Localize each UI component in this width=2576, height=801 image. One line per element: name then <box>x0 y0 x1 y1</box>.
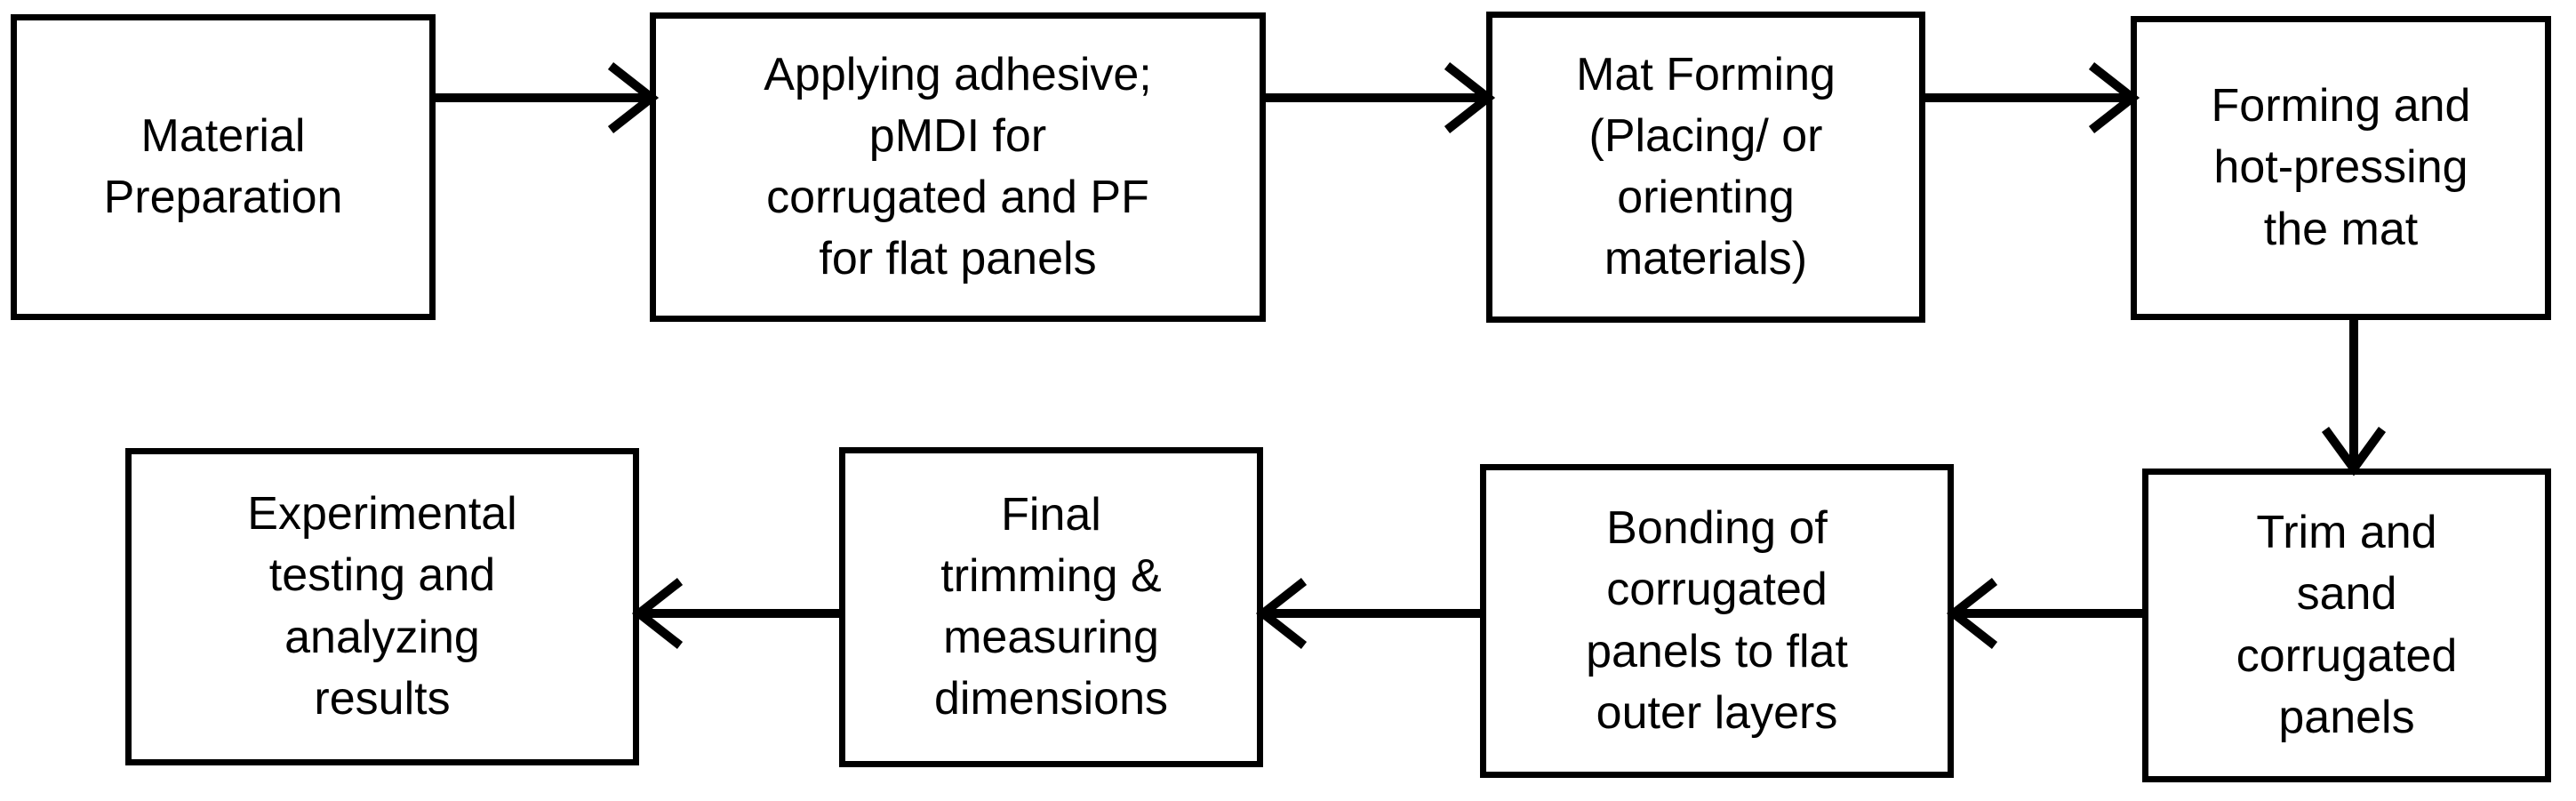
process-node-material-preparation[interactable]: Material Preparation <box>11 14 436 320</box>
process-node-final-trimming[interactable]: Final trimming & measuring dimensions <box>839 447 1263 767</box>
process-node-label: Bonding of corrugated panels to flat out… <box>1586 502 1848 739</box>
process-node-mat-forming[interactable]: Mat Forming (Placing/ or orienting mater… <box>1486 12 1925 323</box>
arrow-adhesive-to-mat-forming-icon <box>1266 62 1496 133</box>
process-node-bonding-corrugated[interactable]: Bonding of corrugated panels to flat out… <box>1480 464 1954 778</box>
arrow-final-trimming-to-testing-icon <box>631 578 839 649</box>
process-node-forming-hot-pressing[interactable]: Forming and hot-pressing the mat <box>2131 16 2551 320</box>
arrow-bonding-to-final-trimming-icon <box>1255 578 1480 649</box>
arrow-hot-pressing-to-trim-icon <box>2318 320 2389 477</box>
process-node-label: Experimental testing and analyzing resul… <box>247 488 517 725</box>
process-node-label: Mat Forming (Placing/ or orienting mater… <box>1576 48 1836 285</box>
process-node-label: Forming and hot-pressing the mat <box>2211 80 2471 255</box>
arrow-material-to-adhesive-icon <box>436 62 660 133</box>
arrow-trim-to-bonding-icon <box>1946 578 2142 649</box>
process-node-experimental-testing[interactable]: Experimental testing and analyzing resul… <box>125 448 639 765</box>
process-node-label: Trim and sand corrugated panels <box>2236 507 2458 743</box>
process-node-applying-adhesive[interactable]: Applying adhesive; pMDI for corrugated a… <box>650 12 1266 322</box>
process-node-label: Applying adhesive; pMDI for corrugated a… <box>764 48 1152 285</box>
arrow-mat-forming-to-hot-pressing-icon <box>1925 62 2140 133</box>
process-node-trim-sand-corrugated[interactable]: Trim and sand corrugated panels <box>2142 469 2551 782</box>
process-node-label: Material Preparation <box>103 109 343 223</box>
process-node-label: Final trimming & measuring dimensions <box>933 488 1169 725</box>
